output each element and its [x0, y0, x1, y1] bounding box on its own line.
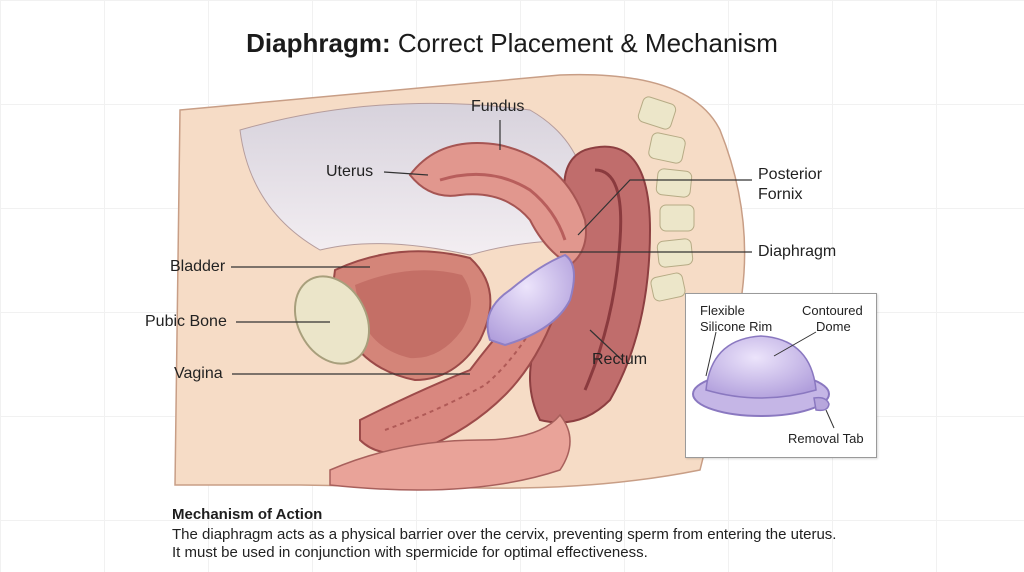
inset-diaphragm-illustration: [692, 331, 835, 429]
inset-removal-tab: [813, 396, 830, 412]
title-rest: Correct Placement & Mechanism: [390, 28, 778, 58]
rectum-lumen: [583, 168, 623, 391]
leader-lines: [231, 120, 752, 375]
diaphragm-device: [486, 253, 575, 347]
page-title: Diaphragm: Correct Placement & Mechanism: [0, 28, 1024, 59]
label-vagina: Vagina: [174, 365, 223, 382]
label-rectum: Rectum: [592, 351, 648, 368]
vaginal-rugae: [384, 314, 541, 431]
label-uterus: Uterus: [326, 163, 374, 180]
inset-label-removal-tab: Removal Tab: [788, 431, 864, 446]
mechanism-heading: Mechanism of Action: [172, 506, 323, 523]
uterine-cavity: [439, 172, 567, 241]
inset-label-contoured-2: Dome: [816, 319, 851, 334]
perineum: [329, 413, 571, 491]
inset-label-flexible-2: Silicone Rim: [700, 319, 773, 334]
inset-label-contoured-1: Contoured: [802, 303, 863, 318]
mechanism-line-1: The diaphragm acts as a physical barrier…: [172, 526, 837, 543]
label-diaphragm: Diaphragm: [758, 243, 837, 260]
inset-label-flexible-1: Flexible: [700, 303, 745, 318]
inset-dome: [705, 335, 817, 399]
label-posterior-fornix-2: Fornix: [758, 186, 803, 203]
pubic-bone: [294, 275, 370, 365]
bladder-inner: [355, 270, 471, 359]
spine: [637, 96, 695, 302]
diaphragm-inset: Flexible Silicone Rim Contoured Dome Rem…: [685, 293, 877, 458]
mechanism-line-2: It must be used in conjunction with sper…: [172, 544, 648, 561]
label-bladder: Bladder: [170, 258, 226, 275]
label-posterior-fornix-1: Posterior: [758, 166, 823, 183]
label-fundus: Fundus: [471, 98, 525, 115]
title-bold: Diaphragm:: [246, 28, 391, 58]
uterus: [408, 142, 587, 267]
label-pubic-bone: Pubic Bone: [145, 313, 227, 330]
